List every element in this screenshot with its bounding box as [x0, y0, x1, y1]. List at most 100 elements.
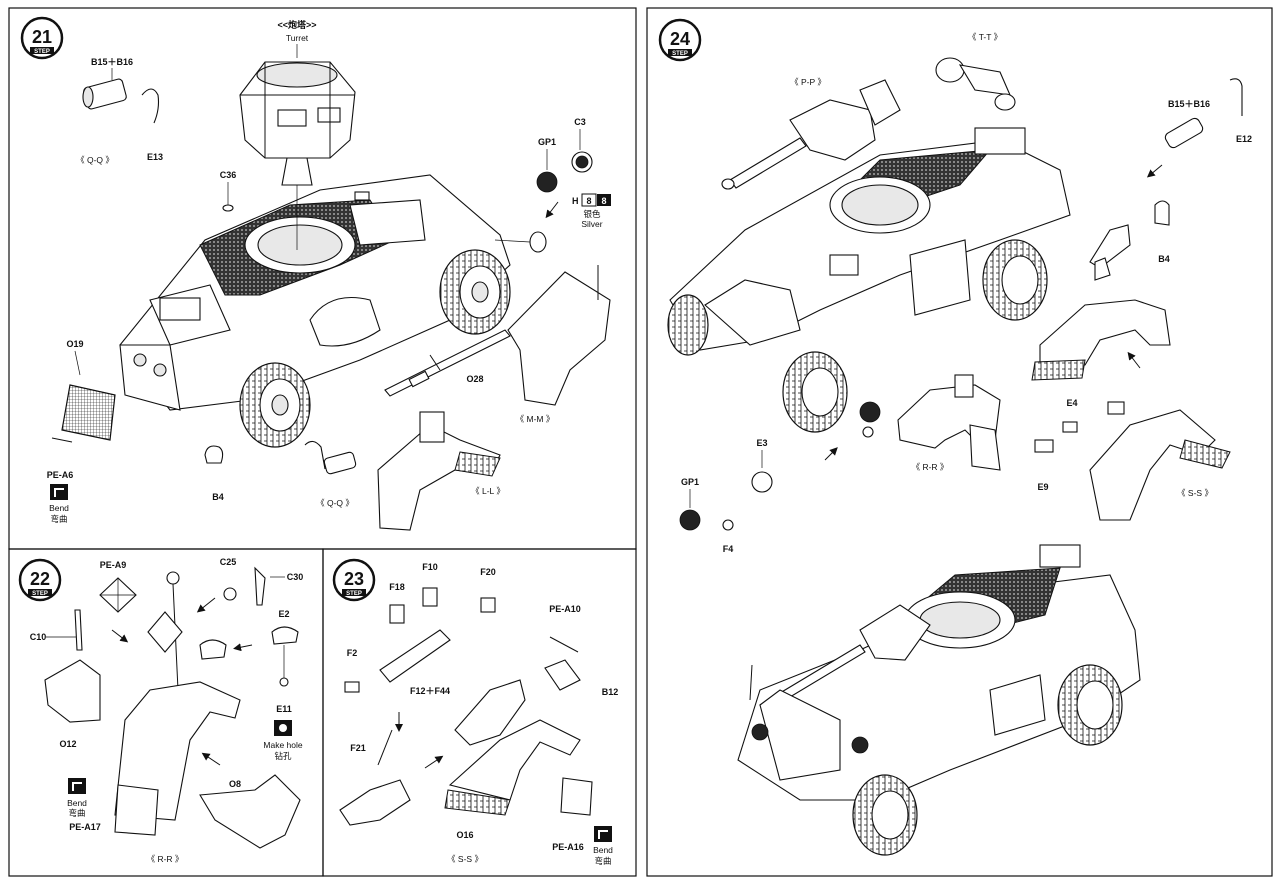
label-e3: E3 [756, 438, 767, 448]
part-o28-rifle [384, 329, 511, 397]
part-o19-grille [61, 384, 116, 441]
step-word: STEP [346, 591, 362, 597]
make-hole-label-en: Make hole [263, 740, 302, 750]
label-mm: 《 M-M 》 [516, 414, 555, 424]
fender-ss-23 [444, 719, 581, 816]
step-word: STEP [32, 591, 48, 597]
label-tt: 《 T-T 》 [968, 32, 1002, 42]
label-e13: E13 [147, 152, 163, 162]
fender-right-24 [1031, 299, 1171, 381]
label-o19: O19 [66, 339, 83, 349]
panel-step-23 [322, 548, 637, 877]
label-b4: B4 [212, 492, 224, 502]
label-e2: E2 [278, 609, 289, 619]
step-word: STEP [34, 49, 50, 55]
label-o28: O28 [466, 374, 483, 384]
label-pe-a6: PE-A6 [47, 470, 74, 480]
fender-ll-21 [377, 411, 501, 531]
bend-label-cn: 弯曲 [68, 808, 85, 818]
bend-label-cn: 弯曲 [594, 856, 611, 866]
step-23-badge: 23 STEP [332, 558, 376, 602]
hull-step-24 [669, 127, 1071, 351]
wheel-completed-rear [1057, 664, 1123, 746]
fender-mm-21 [507, 265, 611, 406]
label-ss-24: 《 S-S 》 [1177, 488, 1213, 498]
step-number: 24 [670, 29, 690, 49]
label-e9: E9 [1037, 482, 1048, 492]
hull-step-21 [119, 174, 511, 411]
step-number: 21 [32, 27, 52, 47]
flag-pole-22 [147, 571, 183, 691]
fender-rr-24 [897, 374, 1001, 471]
part-pp-gun [721, 79, 901, 190]
wheel-rear-21 [439, 249, 511, 335]
turret-part [239, 61, 356, 186]
make-hole-icon [274, 720, 292, 736]
label-f2: F2 [347, 648, 358, 658]
label-rr-22: 《 R-R 》 [147, 854, 184, 864]
label-f21: F21 [350, 743, 366, 753]
turret-label-cn: <<炮塔>> [277, 19, 316, 30]
wheel-rear-24 [982, 239, 1048, 321]
turret-label-en: Turret [286, 33, 309, 43]
label-gp1-24: GP1 [681, 477, 699, 487]
label-pe-a9: PE-A9 [100, 560, 127, 570]
label-b12: B12 [602, 687, 619, 697]
silver-label-en: Silver [581, 219, 602, 229]
label-f18: F18 [389, 582, 405, 592]
label-c30: C30 [287, 572, 304, 582]
label-ll: 《 L-L 》 [471, 486, 505, 496]
label-o8: O8 [229, 779, 241, 789]
label-rr-24: 《 R-R 》 [912, 462, 949, 472]
bend-icon [50, 484, 68, 500]
label-f12-f44: F12＋F44 [410, 686, 450, 696]
silver-label-cn: 银色 [583, 209, 601, 219]
fender-ss-24 [1089, 409, 1231, 521]
paint-code-b1: 8 [586, 196, 591, 206]
label-ss-23: 《 S-S 》 [447, 854, 483, 864]
make-hole-label-cn: 钻孔 [274, 751, 292, 761]
part-tt [935, 57, 1016, 111]
label-c36: C36 [220, 170, 237, 180]
part-qq-bottom [304, 440, 357, 475]
step-number: 22 [30, 569, 50, 589]
step-number: 23 [344, 569, 364, 589]
label-qq-bottom: 《 Q-Q 》 [316, 498, 354, 508]
label-b15-b16-24: B15＋B16 [1168, 99, 1210, 109]
wheel-front-21 [239, 362, 311, 448]
bend-label-en: Bend [67, 798, 87, 808]
bend-label-en: Bend [593, 845, 613, 855]
bend-icon [594, 826, 612, 842]
label-f20: F20 [480, 567, 496, 577]
label-pp: 《 P-P 》 [790, 77, 826, 87]
label-pe-a16: PE-A16 [552, 842, 584, 852]
label-pe-a17: PE-A17 [69, 822, 101, 832]
label-e4: E4 [1066, 398, 1077, 408]
bend-label-en: Bend [49, 503, 69, 513]
step-word: STEP [672, 51, 688, 57]
label-pe-a10: PE-A10 [549, 604, 581, 614]
label-e11: E11 [276, 704, 292, 714]
label-b4-24: B4 [1158, 254, 1170, 264]
label-e12: E12 [1236, 134, 1252, 144]
label-c10: C10 [30, 632, 47, 642]
label-qq-top: 《 Q-Q 》 [76, 155, 114, 165]
label-o16: O16 [456, 830, 473, 840]
label-f4: F4 [723, 544, 734, 554]
paint-code-b2: 8 [601, 196, 606, 206]
paint-code-h: H [572, 196, 579, 206]
bend-label-cn: 弯曲 [50, 514, 67, 524]
label-f10: F10 [422, 562, 438, 572]
label-b15-b16: B15＋B16 [91, 57, 133, 67]
part-e13 [141, 88, 160, 124]
step-22-badge: 22 STEP [18, 558, 62, 602]
label-gp1: GP1 [538, 137, 556, 147]
wheel-front-24 [782, 351, 848, 433]
label-c25: C25 [220, 557, 237, 567]
step-21-badge: 21 STEP [20, 16, 64, 60]
part-b4 [204, 445, 224, 464]
panel-step-24 [646, 7, 1273, 877]
step-24-badge: 24 STEP [658, 18, 702, 62]
label-c3: C3 [574, 117, 586, 127]
